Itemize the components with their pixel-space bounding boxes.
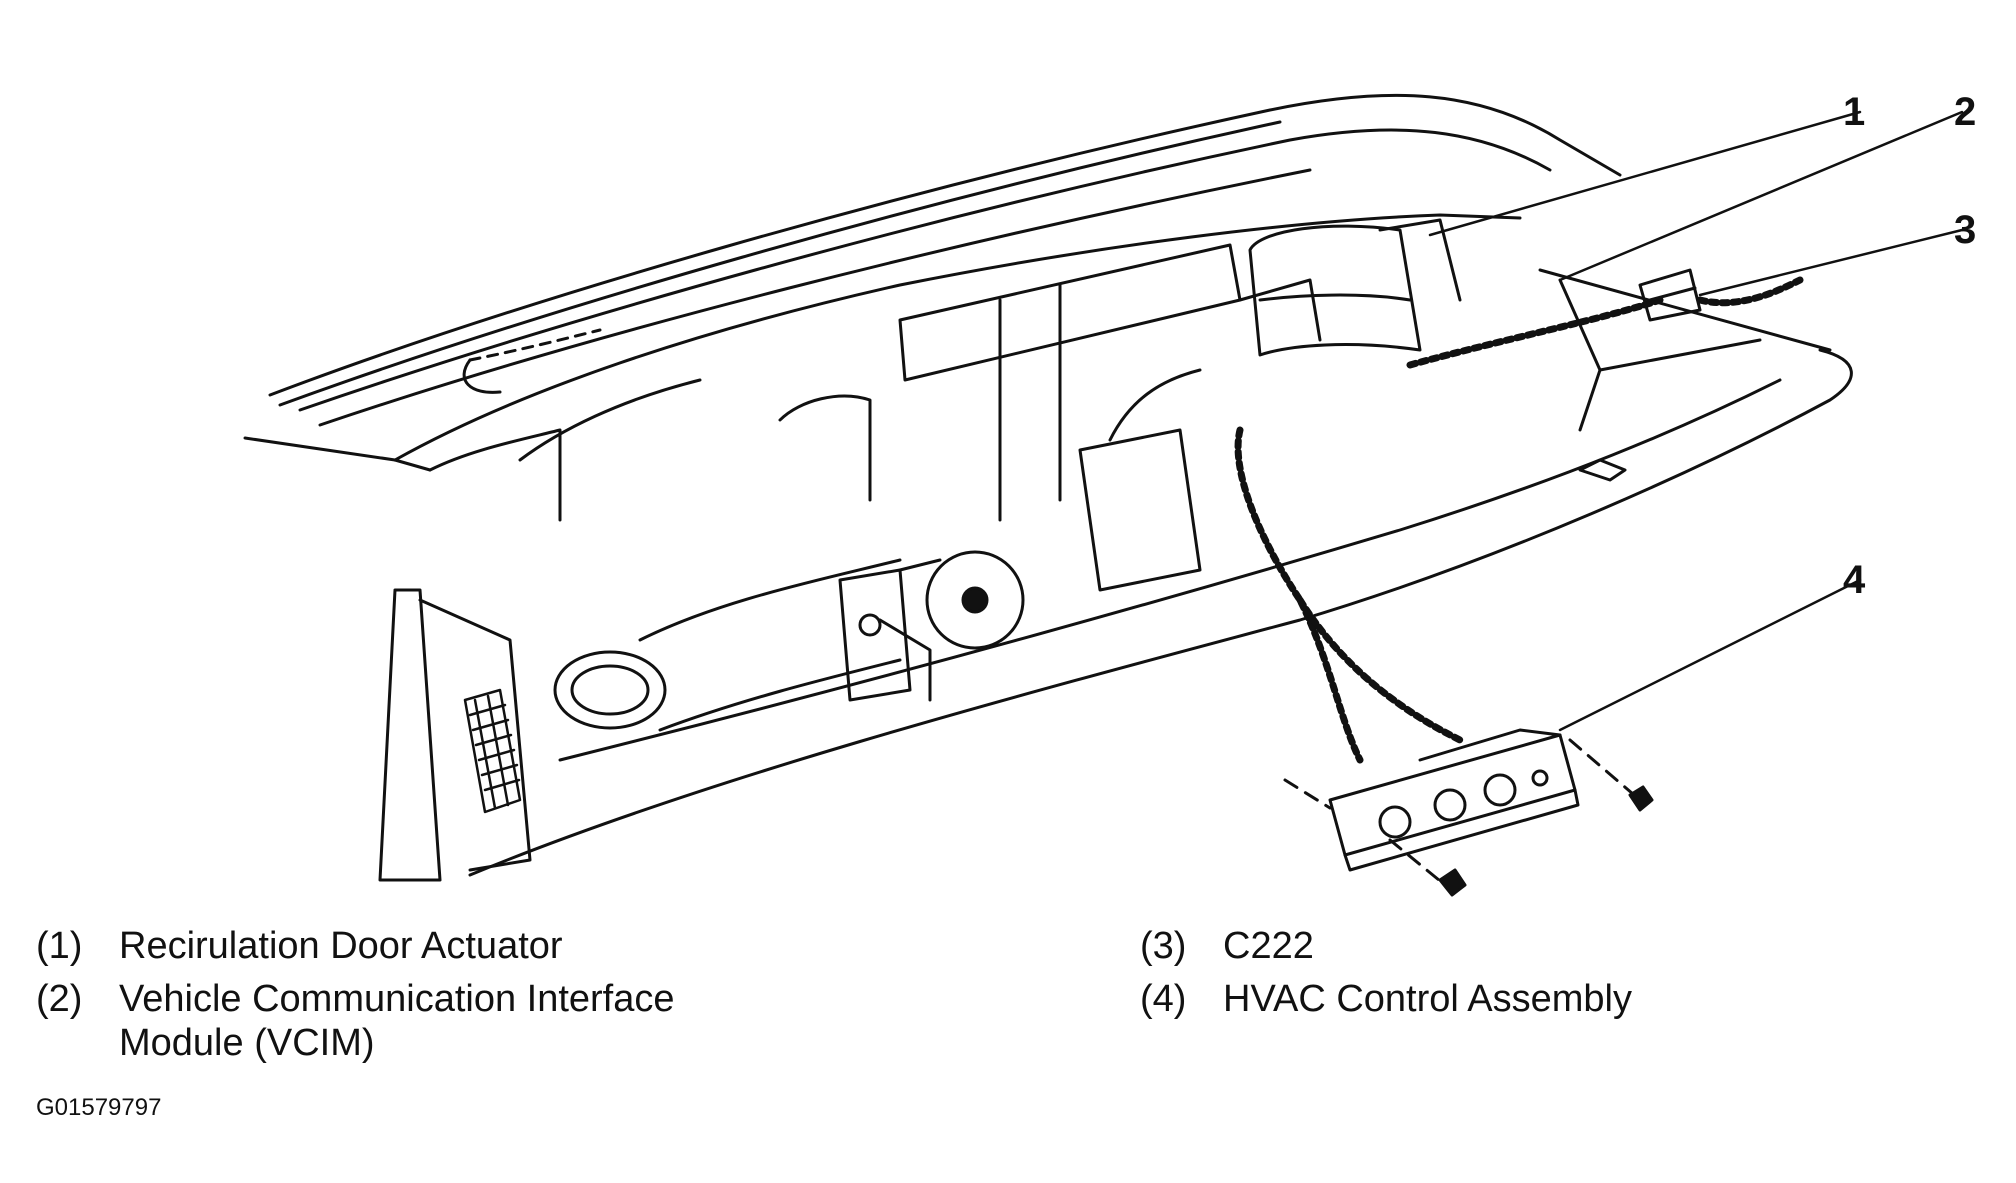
- actuator-motor: [838, 550, 1025, 702]
- diagram-drawing: [243, 93, 1964, 897]
- legend-label: HVAC Control Assembly: [1223, 978, 1632, 1020]
- legend-number: (3): [1140, 925, 1187, 967]
- wiring-harness: [1234, 276, 1804, 764]
- c222-connector: [1638, 268, 1702, 322]
- legend-number: (2): [36, 978, 83, 1020]
- legend-label: Vehicle Communication Interface Module (…: [119, 978, 675, 1064]
- legend-number: (4): [1140, 978, 1187, 1020]
- legend-number: (1): [36, 925, 83, 967]
- callout-1: 1: [1843, 90, 1866, 134]
- hvac-control-panel: [1328, 728, 1580, 872]
- legend-label: Recirulation Door Actuator: [119, 925, 563, 967]
- dash-top-outline: [243, 93, 1622, 472]
- side-vent-grille: [463, 688, 522, 814]
- leader-lines: [1428, 110, 1964, 732]
- callout-3: 3: [1954, 208, 1977, 252]
- figure-id: G01579797: [36, 1094, 162, 1121]
- callout-2: 2: [1954, 90, 1977, 134]
- vcim-module: [1248, 224, 1422, 357]
- legend-label: C222: [1223, 925, 1314, 967]
- instrument-panel-shell: [378, 268, 1853, 882]
- mounting-screws: [1283, 738, 1654, 897]
- instrument-panel-diagram: [243, 93, 1964, 897]
- hvac-ducting: [553, 218, 1462, 732]
- callout-4: 4: [1843, 558, 1866, 602]
